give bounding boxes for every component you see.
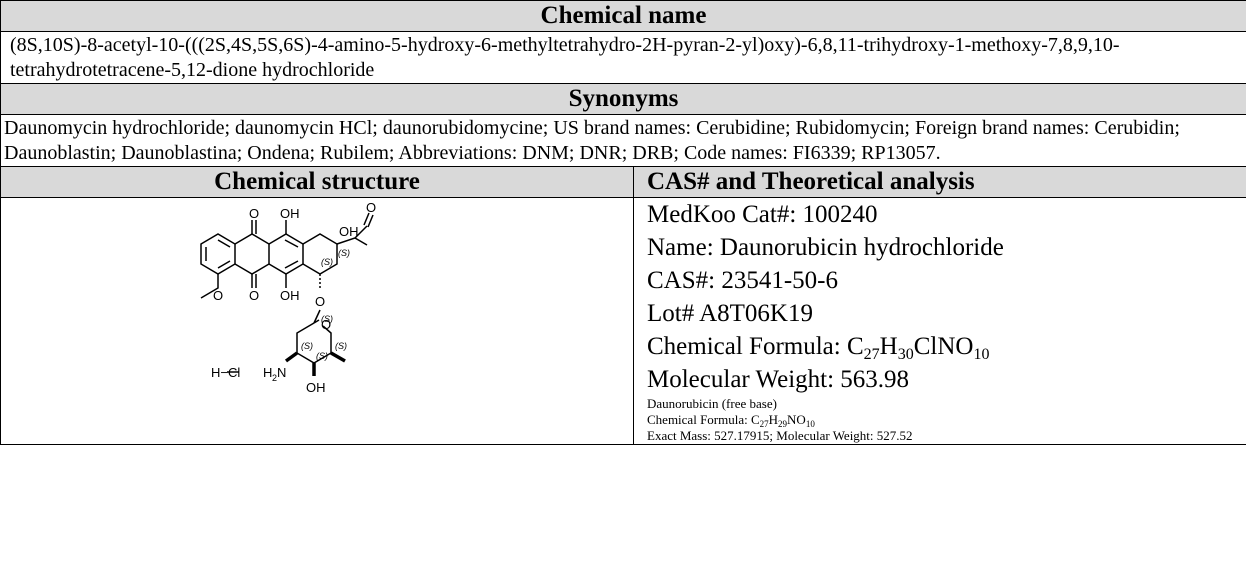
synonyms-header-row: Synonyms (0, 83, 1246, 115)
svg-text:(S): (S) (301, 341, 313, 351)
chemical-structure-header: Chemical structure (0, 166, 634, 198)
chemical-name-row: (8S,10S)-8-acetyl-10-(((2S,4S,5S,6S)-4-a… (0, 31, 1246, 84)
svg-text:(S): (S) (316, 351, 328, 361)
svg-text:(S): (S) (335, 341, 347, 351)
analysis-cell: MedKoo Cat#: 100240 Name: Daunorubicin h… (632, 197, 1246, 445)
section-header-row: Chemical structure CAS# and Theoretical … (0, 166, 1246, 198)
svg-text:H−Cl: H−Cl (211, 365, 240, 380)
synonyms-row: Daunomycin hydrochloride; daunomycin HCl… (0, 114, 1246, 167)
svg-text:O: O (249, 206, 259, 221)
cas-number: CAS#: 23541-50-6 (647, 267, 838, 294)
structure-bonds (200, 212, 374, 376)
chemical-name-text: (8S,10S)-8-acetyl-10-(((2S,4S,5S,6S)-4-a… (10, 34, 1120, 81)
svg-text:O: O (249, 288, 259, 303)
svg-text:N: N (277, 365, 286, 380)
molecule-structure: O OH OH O O OH O O O OH H−Cl H 2 N (S) (200, 200, 376, 395)
svg-text:O: O (315, 294, 325, 309)
synonyms-text: Daunomycin hydrochloride; daunomycin HCl… (0, 114, 1246, 167)
synonyms-header: Synonyms (0, 83, 1246, 115)
svg-text:OH: OH (306, 380, 326, 395)
svg-text:H: H (263, 365, 272, 380)
svg-text:O: O (366, 200, 376, 215)
molecular-weight: Molecular Weight: 563.98 (647, 366, 910, 393)
svg-text:(S): (S) (321, 314, 333, 324)
compound-name: Name: Daunorubicin hydrochloride (647, 234, 1004, 261)
svg-text:2: 2 (272, 373, 277, 383)
structure-labels: O OH OH O O OH O O O OH H−Cl H 2 N (211, 200, 376, 395)
chemical-formula: Chemical Formula: C27H30ClNO10 (647, 333, 990, 363)
exact-mass: Exact Mass: 527.17915; Molecular Weight:… (647, 428, 913, 443)
svg-text:(S): (S) (338, 248, 350, 258)
chemical-structure-cell: O OH OH O O OH O O O OH H−Cl H 2 N (S) (0, 197, 634, 445)
svg-text:OH: OH (280, 288, 300, 303)
analysis-header: CAS# and Theoretical analysis (632, 166, 1246, 198)
svg-text:OH: OH (339, 224, 359, 239)
lot-number: Lot# A8T06K19 (647, 300, 813, 327)
chemical-name-header: Chemical name (0, 0, 1246, 32)
svg-text:(S): (S) (321, 257, 333, 267)
free-base-formula: Chemical Formula: C27H29NO10 (647, 412, 815, 429)
datasheet-table: Chemical name (8S,10S)-8-acetyl-10-(((2S… (0, 0, 1246, 445)
datasheet: Chemical name (8S,10S)-8-acetyl-10-(((2S… (0, 0, 1246, 445)
svg-text:OH: OH (280, 206, 300, 221)
free-base-label: Daunorubicin (free base) (647, 396, 777, 411)
stereo-labels: (S) (S) (S) (S) (S) (S) (301, 248, 350, 361)
content-row: O OH OH O O OH O O O OH H−Cl H 2 N (S) (0, 197, 1246, 445)
svg-text:O: O (321, 317, 331, 332)
chemical-name-header-row: Chemical name (0, 0, 1246, 32)
cat-number: MedKoo Cat#: 100240 (647, 201, 878, 228)
svg-text:O: O (213, 288, 223, 303)
